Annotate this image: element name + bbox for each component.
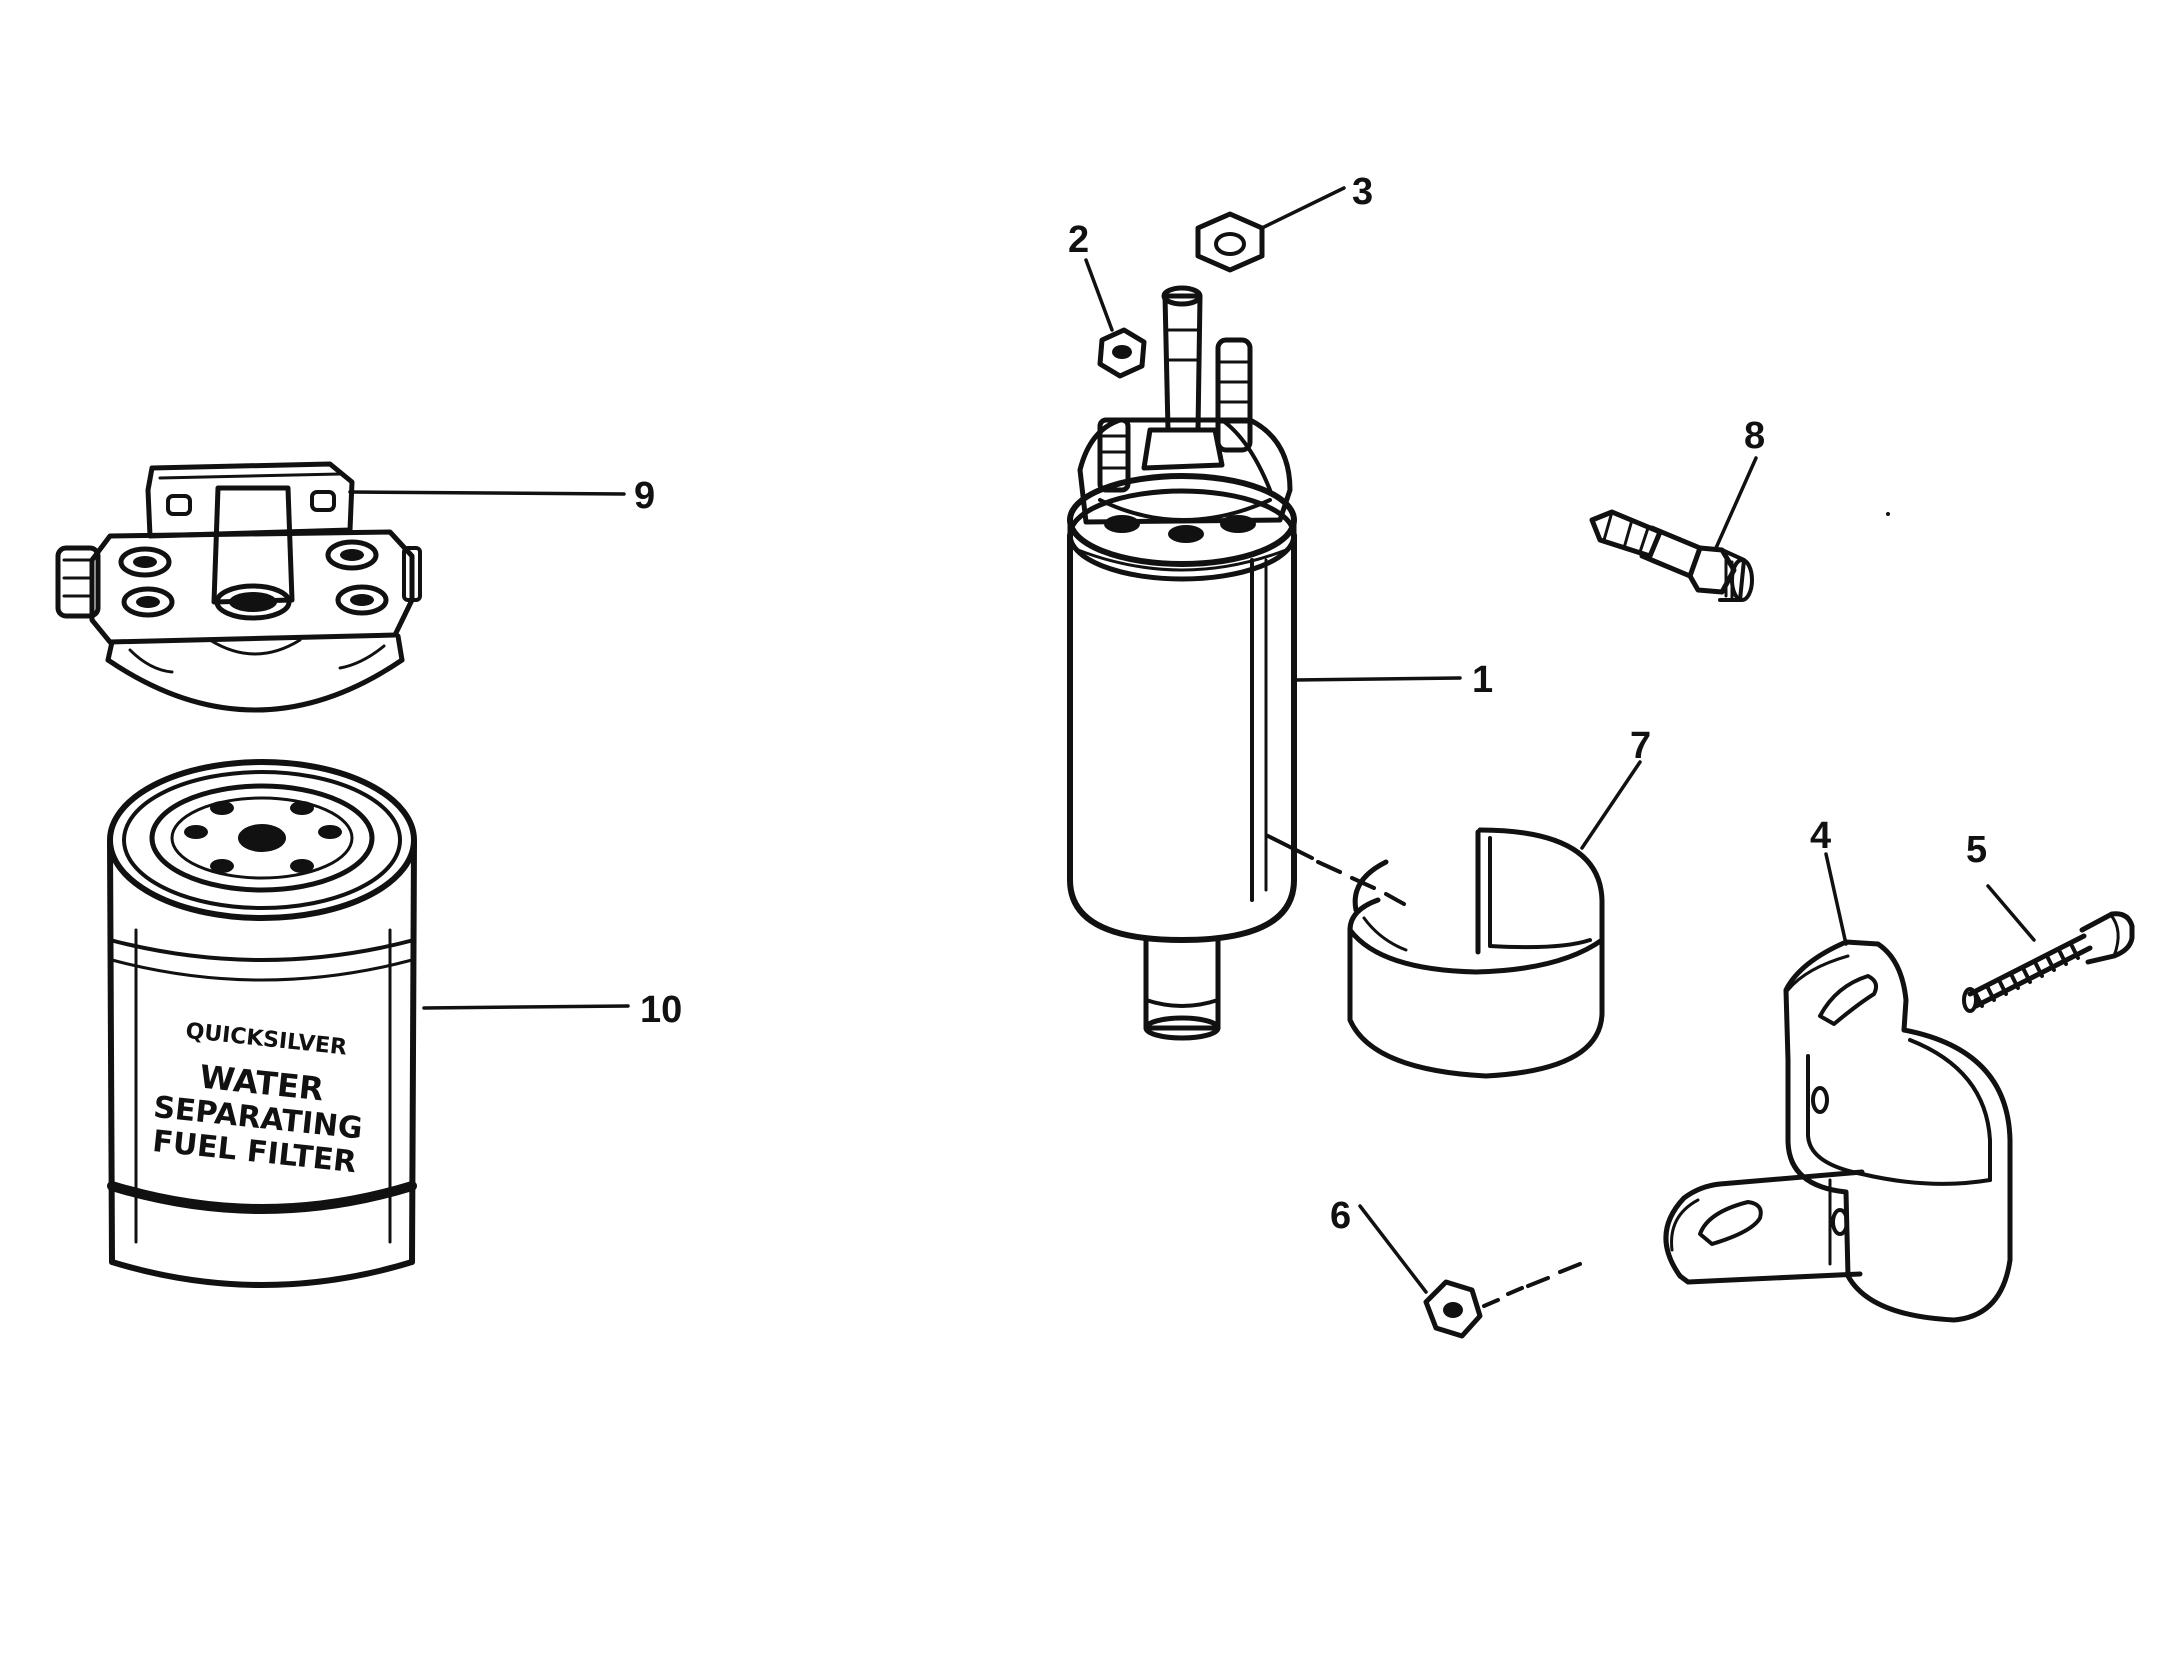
terminal-nut-part: [1097, 327, 1147, 379]
hex-nut-part: [1195, 211, 1265, 273]
callout-6: 6: [1330, 1195, 1351, 1237]
callout-7: 7: [1630, 725, 1651, 767]
callout-5: 5: [1966, 829, 1987, 871]
stray-dot: [1886, 512, 1890, 516]
leader-8: [1714, 456, 1758, 550]
callout-3: 3: [1352, 171, 1373, 213]
callout-1: 1: [1472, 659, 1493, 701]
callout-10: 10: [640, 989, 682, 1031]
barbed-fitting-part: [1589, 509, 1754, 602]
leader-3: [1260, 186, 1346, 230]
filter-label-text: QUICKSILVER WATER SEPARATING FUEL FILTER: [151, 1019, 364, 1180]
leader-10: [422, 1004, 630, 1010]
mounting-screw-part: [1962, 911, 2135, 1013]
insulator-sleeve-part: [1347, 827, 1605, 1079]
callout-2: 2: [1068, 219, 1089, 261]
leader-7: [1580, 760, 1642, 850]
filter-head-part: [55, 461, 422, 713]
leader-6: [1358, 1204, 1428, 1294]
callout-8: 8: [1744, 415, 1765, 457]
leader-5: [1986, 884, 2036, 942]
mounting-clamp-part: [1663, 939, 2013, 1323]
fuel-filter-part: [107, 759, 417, 1288]
callout-9: 9: [634, 475, 655, 517]
callout-numbers: 1 2 3 4 5 6 7 8 9 10: [634, 171, 1987, 1237]
leader-2: [1084, 258, 1114, 332]
filter-brand-label: QUICKSILVER: [184, 1019, 348, 1061]
leader-lines: [348, 186, 2036, 1294]
leader-9: [348, 490, 626, 496]
leader-4: [1824, 852, 1848, 946]
callout-4: 4: [1810, 815, 1831, 857]
clamp-nut-part: [1423, 1279, 1524, 1339]
clamp-dash-line: [1526, 1262, 1582, 1288]
leader-1: [1292, 676, 1462, 682]
fuel-pump-part: [1067, 285, 1406, 1041]
